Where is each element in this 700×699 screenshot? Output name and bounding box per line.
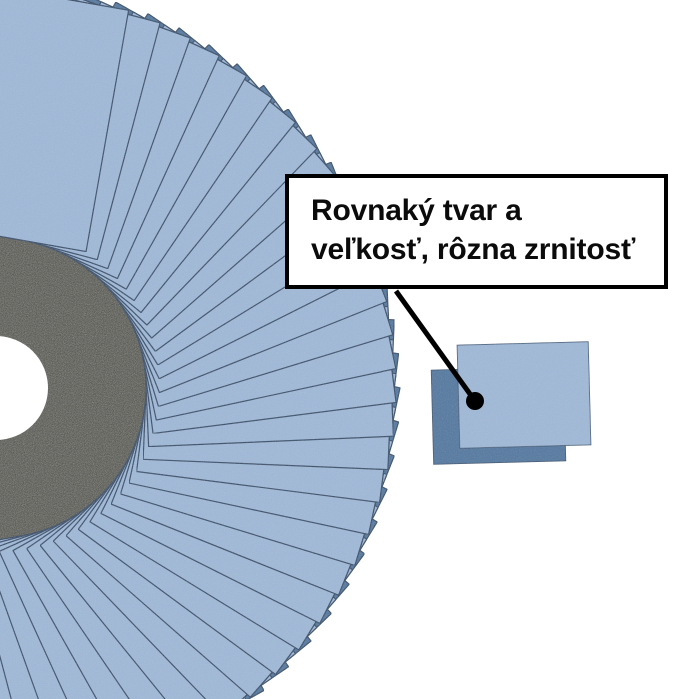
sample-flap-fine [455, 340, 593, 450]
flap-ring [0, 0, 401, 699]
hub-mounting-hole [0, 336, 48, 440]
flap-light-face [0, 0, 130, 253]
callout-text: Rovnaký tvar a veľkosť, rôzna zrnitosť [311, 194, 636, 266]
leader-line [393, 289, 478, 403]
sample-flap-rect [455, 340, 593, 450]
callout-leader [393, 289, 484, 410]
leader-dot [466, 392, 484, 410]
callout-box: Rovnaký tvar a veľkosť, rôzna zrnitosť [285, 174, 668, 289]
sample-flap-pair [430, 340, 593, 466]
